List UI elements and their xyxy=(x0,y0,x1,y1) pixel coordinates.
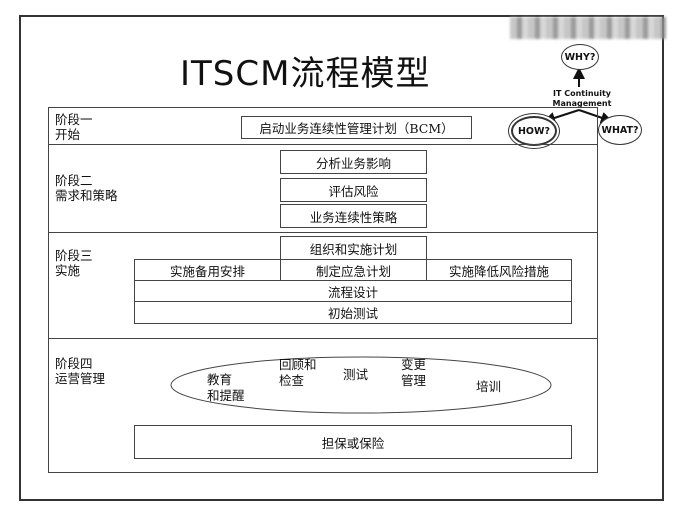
business-impact-box: 分析业务影响 xyxy=(280,150,427,174)
risk-assessment-box: 评估风险 xyxy=(280,178,427,202)
risk-reduction-cell: 实施降低风险措施 xyxy=(427,260,571,280)
oval-training: 培训 xyxy=(476,379,502,394)
why-circle: WHY? xyxy=(561,44,599,70)
how-circle: HOW? xyxy=(511,116,557,146)
initial-test-box: 初始测试 xyxy=(134,301,572,324)
start-bcm-box: 启动业务连续性管理计划（BCM） xyxy=(241,116,472,139)
stage-4-box xyxy=(48,338,598,473)
itcm-center-label: IT Continuity Management xyxy=(549,89,615,109)
start-bcm-text: 启动业务连续性管理计划（BCM） xyxy=(259,121,454,136)
oval-education: 教育 和提醒 xyxy=(207,372,245,403)
contingency-plan-cell: 制定应急计划 xyxy=(281,260,427,280)
stage-2-label: 阶段二 需求和策略 xyxy=(55,173,118,203)
blurred-header-area xyxy=(510,17,666,39)
standby-arrangements-cell: 实施备用安排 xyxy=(135,260,281,280)
stage-3-label: 阶段三 实施 xyxy=(55,248,93,278)
oval-change: 变更 管理 xyxy=(401,357,427,388)
stage-4-label: 阶段四 运营管理 xyxy=(55,356,106,386)
assurance-box: 担保或保险 xyxy=(134,425,572,459)
what-circle: WHAT? xyxy=(598,115,642,145)
implementation-row: 实施备用安排 制定应急计划 实施降低风险措施 xyxy=(134,259,572,281)
itcm-line-2: Management xyxy=(552,99,612,108)
stage-1-label: 阶段一 开始 xyxy=(55,112,93,142)
oval-test: 测试 xyxy=(343,367,369,382)
itcm-line-1: IT Continuity xyxy=(552,89,612,98)
process-design-box: 流程设计 xyxy=(134,280,572,302)
page-title: ITSCM流程模型 xyxy=(180,54,431,94)
slide-frame xyxy=(19,15,664,501)
organize-plan-box: 组织和实施计划 xyxy=(280,236,427,260)
oval-review: 回顾和 检查 xyxy=(279,357,317,388)
continuity-strategy-box: 业务连续性策略 xyxy=(280,204,427,228)
operations-oval xyxy=(170,356,552,414)
